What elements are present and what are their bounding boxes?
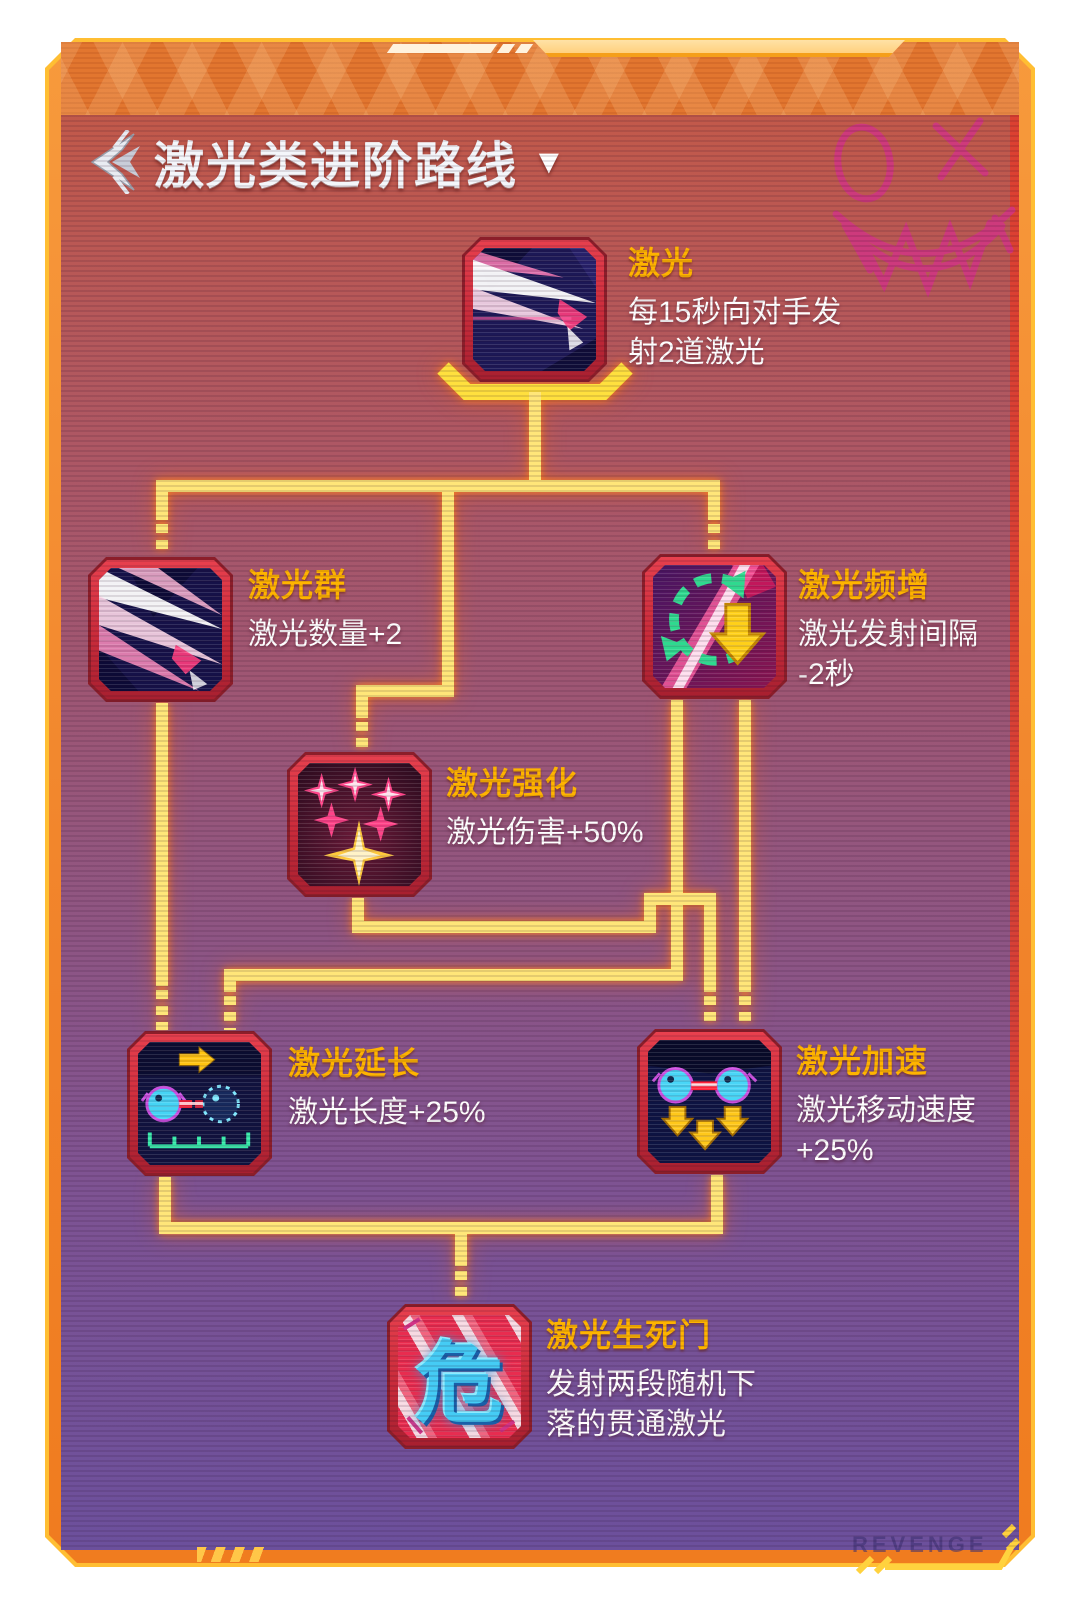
top-dash-decoration bbox=[386, 44, 534, 53]
revenge-watermark: REVENGE bbox=[852, 1532, 988, 1557]
laser-beam-icon bbox=[473, 248, 596, 371]
beam-speed-arrows-icon bbox=[648, 1040, 771, 1163]
skill-node-laser[interactable] bbox=[462, 237, 607, 382]
node-desc: 激光数量+2 bbox=[248, 618, 403, 651]
danger-glyph: 危 bbox=[415, 1334, 504, 1433]
danger-gate-icon: 危 bbox=[398, 1315, 521, 1438]
node-title: 激光频增 bbox=[798, 567, 931, 603]
node-title: 激光强化 bbox=[446, 765, 579, 801]
page-header: 激光类进阶路线 ▼ bbox=[84, 126, 566, 198]
skill-node-laser-frequency[interactable] bbox=[642, 554, 787, 699]
dropdown-caret-icon[interactable]: ▼ bbox=[532, 142, 566, 181]
node-title: 激光延长 bbox=[288, 1045, 421, 1081]
node-desc: 激光发射间隔 -2秒 bbox=[798, 618, 978, 691]
node-title: 激光 bbox=[628, 245, 695, 281]
cooldown-arrow-icon bbox=[653, 565, 776, 688]
node-desc: 发射两段随机下 落的贯通激光 bbox=[546, 1368, 756, 1441]
laser-fan-icon bbox=[99, 568, 222, 691]
starburst-icon bbox=[298, 763, 421, 886]
right-edge-accent bbox=[1010, 115, 1019, 1235]
node-title: 激光生死门 bbox=[546, 1317, 712, 1353]
page-title[interactable]: 激光类进阶路线 bbox=[154, 138, 518, 194]
node-title: 激光加速 bbox=[796, 1043, 929, 1079]
feather-chevron-icon bbox=[90, 130, 140, 194]
node-desc: 每15秒向对手发 射2道激光 bbox=[628, 296, 842, 369]
hazard-stripes-decoration bbox=[197, 1547, 265, 1562]
node-desc: 激光长度+25% bbox=[288, 1096, 486, 1129]
top-notch-decoration bbox=[533, 40, 905, 57]
skill-node-laser-extend[interactable] bbox=[127, 1031, 272, 1176]
node-title: 激光群 bbox=[248, 567, 348, 603]
skill-node-laser-group[interactable] bbox=[88, 557, 233, 702]
node-desc: 激光伤害+50% bbox=[446, 816, 644, 849]
skill-node-laser-enhance[interactable] bbox=[287, 752, 432, 897]
beam-length-ruler-icon bbox=[138, 1042, 261, 1165]
node-desc: 激光移动速度 +25% bbox=[796, 1094, 976, 1167]
skill-node-laser-deathgate[interactable]: 危 bbox=[387, 1304, 532, 1449]
skill-node-laser-accelerate[interactable] bbox=[637, 1029, 782, 1174]
